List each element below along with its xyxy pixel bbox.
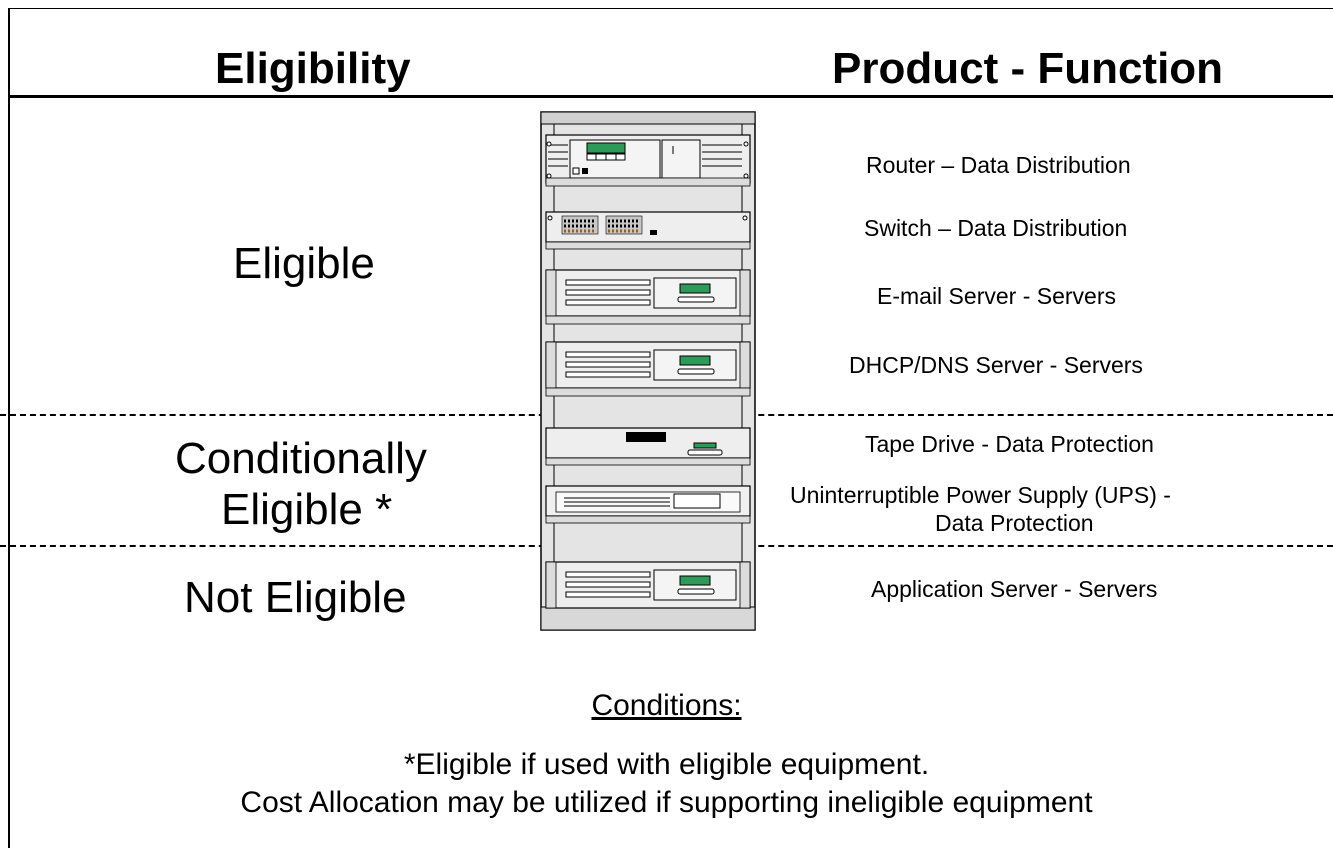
router-device [545, 134, 751, 187]
conditions-line-1: *Eligible if used with eligible equipmen… [403, 748, 930, 781]
dhcp-server-device [545, 341, 751, 397]
product-switch: Switch – Data Distribution [864, 215, 1128, 241]
conditions-line-2: Cost Allocation may be utilized if suppo… [240, 786, 1093, 819]
product-application-server: Application Server - Servers [871, 576, 1158, 602]
product-tape-drive: Tape Drive - Data Protection [865, 431, 1154, 457]
tier-conditional-line1: Conditionally [175, 434, 427, 483]
product-email-server: E-mail Server - Servers [877, 283, 1116, 309]
product-router: Router – Data Distribution [866, 152, 1131, 178]
product-ups-line1: Uninterruptible Power Supply (UPS) - [790, 482, 1171, 508]
ups-device [545, 485, 751, 524]
header-product-function: Product - Function [832, 44, 1224, 93]
header-eligibility: Eligibility [215, 44, 411, 93]
product-ups-line2: Data Protection [935, 510, 1094, 536]
header-divider [8, 95, 1333, 98]
frame-left-border [8, 8, 10, 848]
tier-not-eligible: Not Eligible [184, 573, 407, 622]
email-server-device [545, 269, 751, 325]
tape-drive-device [545, 427, 751, 466]
conditions-heading-text: Conditions: [591, 689, 742, 722]
switch-device [545, 211, 751, 250]
tier-conditional-line2: Eligible * [221, 485, 393, 534]
product-dhcp-server: DHCP/DNS Server - Servers [849, 352, 1143, 378]
tier-eligible: Eligible [233, 239, 375, 288]
frame-top-border [8, 8, 1333, 9]
server-rack-illustration [540, 111, 756, 631]
conditions-heading: Conditions: [0, 688, 1333, 724]
application-server-device [545, 561, 751, 609]
